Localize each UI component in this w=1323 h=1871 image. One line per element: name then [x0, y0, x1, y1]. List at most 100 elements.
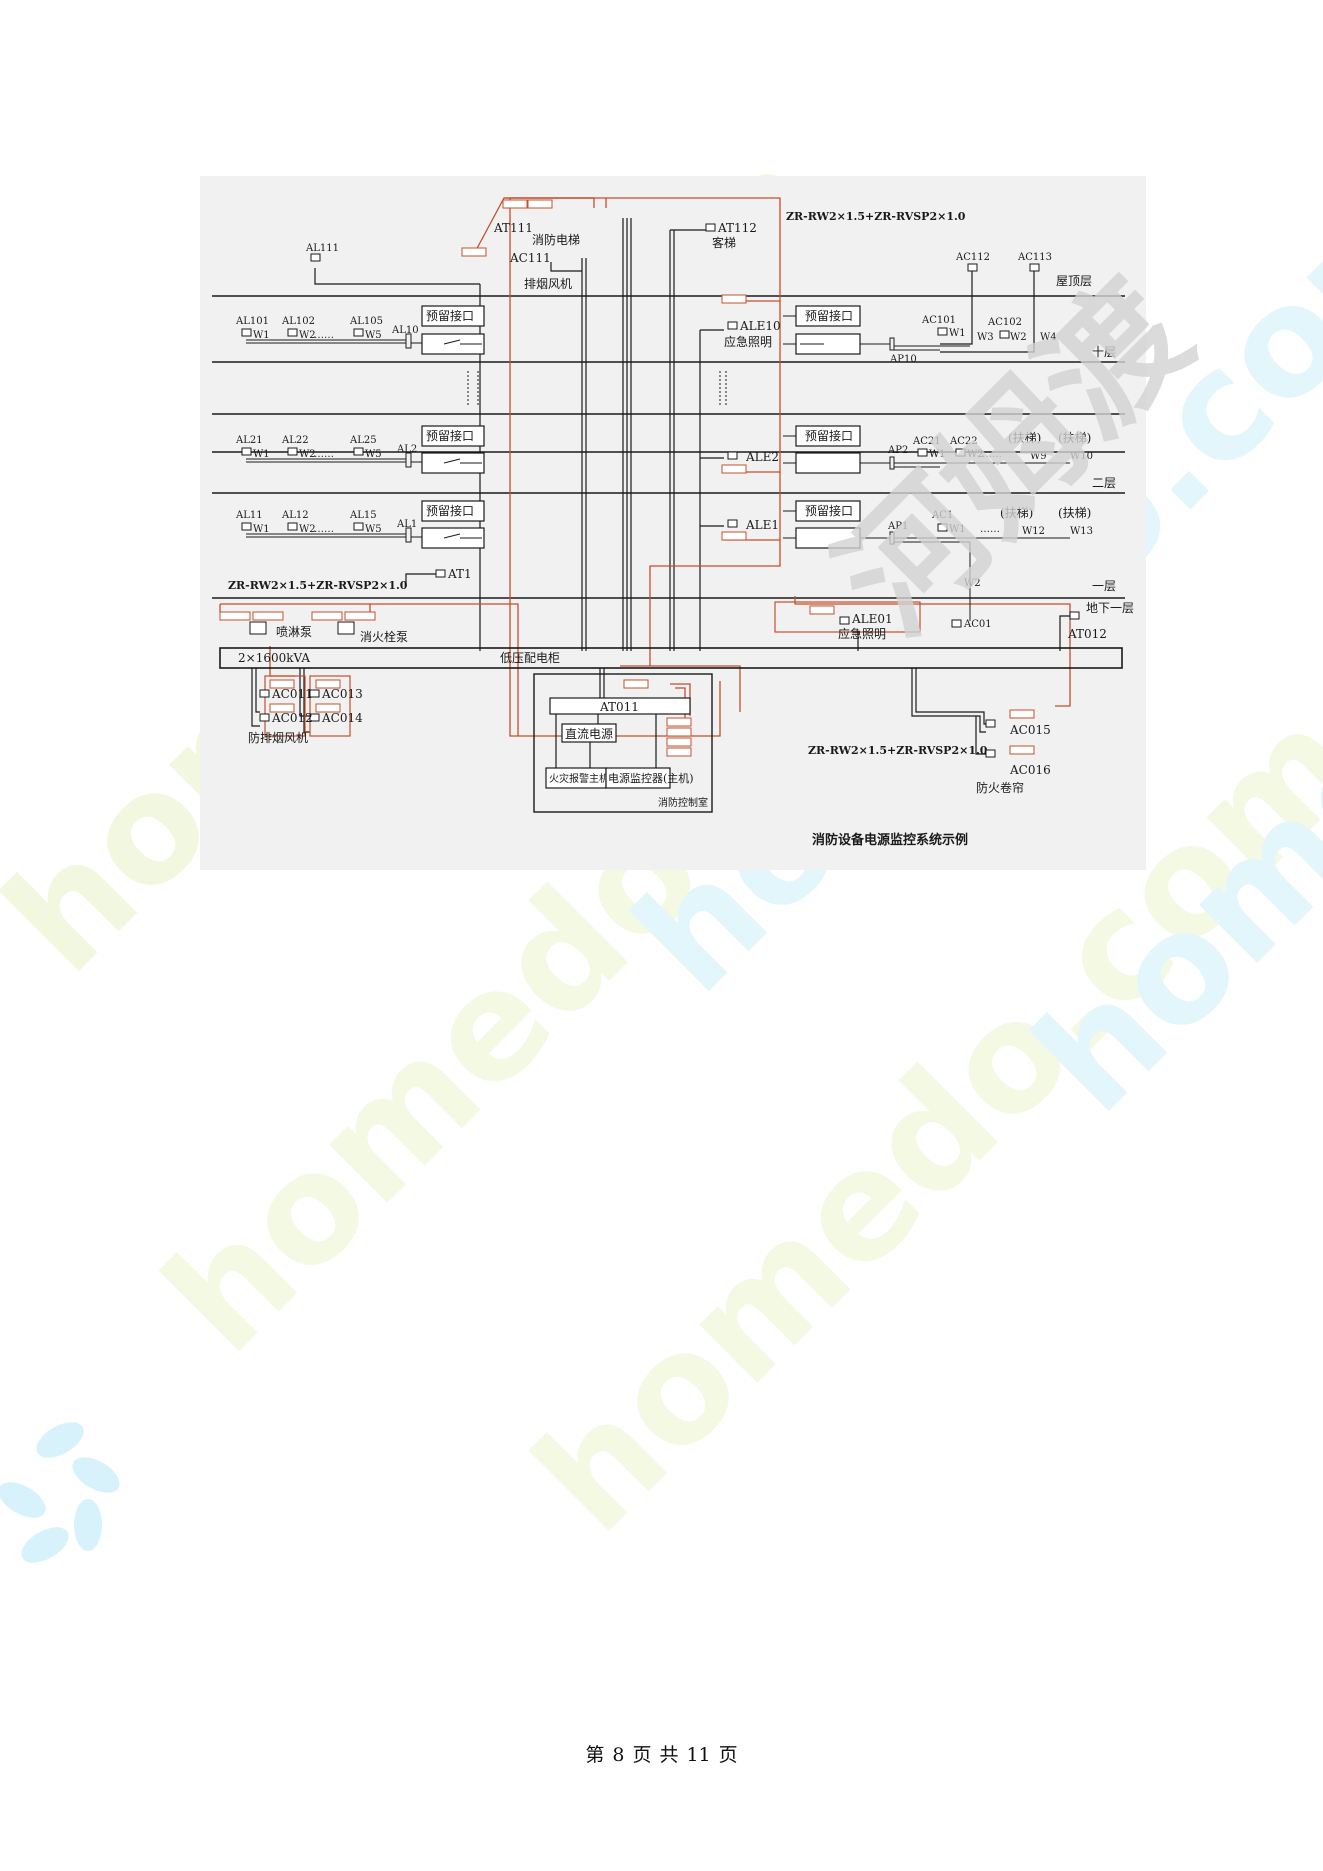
load-box	[287, 447, 298, 456]
load-box	[353, 447, 364, 456]
breaker-box	[421, 527, 485, 549]
load-box	[937, 327, 948, 336]
footer-mid1: 页	[632, 1744, 652, 1766]
ellipsis: ……	[980, 524, 1000, 535]
emergency-lighting-label: 应急照明	[724, 334, 772, 349]
breaker-box	[795, 452, 861, 474]
module-tag	[461, 247, 487, 257]
floor2-left-group: AL21 AL22 AL25 W1 W2 …… W5 AL2 预留接口	[235, 425, 485, 474]
module-tag	[527, 199, 553, 209]
module-tag	[666, 717, 692, 727]
load-label: AL22	[281, 435, 309, 446]
load-AT111: AT111	[493, 221, 533, 235]
floor-lines	[212, 295, 1125, 599]
circuit-label: W2	[299, 524, 316, 535]
panel-label: AP10	[889, 354, 917, 365]
module-tag	[721, 531, 747, 541]
circuit-label: W9	[1030, 451, 1047, 462]
circuit-label: W2	[964, 578, 981, 589]
shutter-group-label: 防火卷帘	[976, 780, 1024, 795]
load-box	[727, 321, 738, 330]
circuit-label: W5	[365, 449, 382, 460]
reserve-label: 预留接口	[805, 503, 853, 518]
diagram-panel: 屋顶层 十层 二层 一层 地下一层 ZR-RW2×1.5+ZR-RVSP2×1.…	[200, 176, 1146, 870]
floor10-right-group: ALE10 应急照明 预留接口 AC101 W1 W3 AC102 W2 W4 …	[724, 305, 1057, 365]
load-box	[241, 447, 252, 456]
ale-label: ALE2	[745, 450, 779, 464]
load-box	[951, 619, 962, 628]
reserve-label: 预留接口	[805, 308, 853, 323]
reserve-label: 预留接口	[805, 428, 853, 443]
load-box	[917, 448, 928, 457]
ellipsis: ……	[314, 330, 334, 341]
module-tag	[666, 747, 692, 757]
circuit-label: W1	[949, 524, 966, 535]
shutter-load: AC016	[1009, 763, 1051, 777]
ale-label: ALE1	[745, 518, 779, 532]
basement-group: 喷淋泵 消火栓泵 2×1600kVA 低压配电柜 AC011 AC01	[219, 611, 1123, 795]
circuit-label: W2	[299, 449, 316, 460]
reserve-label: 预留接口	[426, 308, 474, 323]
circuit-label: W12	[1022, 526, 1045, 537]
breaker-box	[795, 527, 861, 549]
floor-label-10: 十层	[1092, 345, 1116, 359]
transformer-label: 2×1600kVA	[238, 651, 310, 665]
circuit-label: W2	[967, 449, 984, 460]
fan-group-label: 防排烟风机	[248, 730, 308, 745]
hydrant-pump-label: 消火栓泵	[360, 629, 408, 644]
floor1-left-group: AL11 AL12 AL15 W1 W2 …… W5 AL1 预留接口	[235, 500, 485, 549]
load-AC111: AC111	[509, 251, 551, 265]
dc-power-label: 直流电源	[565, 727, 613, 741]
load-AT011: AT011	[599, 700, 639, 714]
load-box	[353, 522, 364, 531]
load-label: AL101	[235, 316, 269, 327]
load-label: AL15	[349, 510, 377, 521]
load-box	[259, 713, 270, 722]
module-tag	[623, 679, 649, 689]
load-box	[241, 522, 252, 531]
load-label: (扶梯)	[1000, 505, 1033, 520]
breaker-box	[421, 452, 485, 474]
load-AC112: AC112	[955, 252, 990, 263]
load-AC01: AC01	[963, 619, 992, 630]
load-label: AL21	[235, 435, 263, 446]
load-label: (扶梯)	[1058, 430, 1091, 445]
module-tag	[502, 199, 528, 209]
load-label: (扶梯)	[1008, 430, 1041, 445]
riser-breaks	[467, 371, 727, 406]
load-AT012: AT012	[1067, 627, 1107, 641]
load-label: AL102	[281, 316, 315, 327]
module-tag	[1009, 745, 1035, 755]
circuit-label: W4	[1040, 332, 1057, 343]
floor-label-1: 一层	[1092, 579, 1116, 593]
ellipsis: ……	[314, 524, 334, 535]
fire-elevator-label: 消防电梯	[532, 232, 580, 247]
load-box	[967, 263, 978, 272]
module-tag	[1009, 709, 1035, 719]
load-label: AL12	[281, 510, 309, 521]
breaker-box	[421, 333, 485, 355]
flower-logo-icon	[0, 1422, 120, 1563]
roof-feeders	[940, 271, 1035, 353]
load-label: AC1	[931, 510, 953, 521]
footer-mid2: 共	[659, 1744, 679, 1766]
load-box	[259, 689, 270, 698]
passenger-elevator-label: 客梯	[712, 235, 736, 250]
fan-load: AC013	[321, 687, 363, 701]
load-box	[287, 522, 298, 531]
load-box	[241, 328, 252, 337]
emergency-lighting-label: 应急照明	[838, 626, 886, 641]
load-ALE01: ALE01	[851, 612, 893, 626]
fire-alarm-host-label: 火灾报警主机	[549, 772, 609, 785]
cable-spec-top: ZR-RW2×1.5+ZR-RVSP2×1.0	[786, 210, 966, 223]
lv-busbar	[219, 647, 1123, 669]
power-monitor-label: 电源监控器(主机)	[608, 771, 694, 785]
load-box	[1069, 611, 1080, 620]
reserve-label: 预留接口	[426, 428, 474, 443]
floor-label-b1: 地下一层	[1086, 601, 1134, 615]
ellipsis: ……	[314, 449, 334, 460]
footer-page-number: 8	[612, 1744, 625, 1766]
panel-label: AP2	[887, 445, 908, 456]
cable-spec-right: ZR-RW2×1.5+ZR-RVSP2×1.0	[808, 744, 988, 757]
circuit-label: W5	[365, 330, 382, 341]
